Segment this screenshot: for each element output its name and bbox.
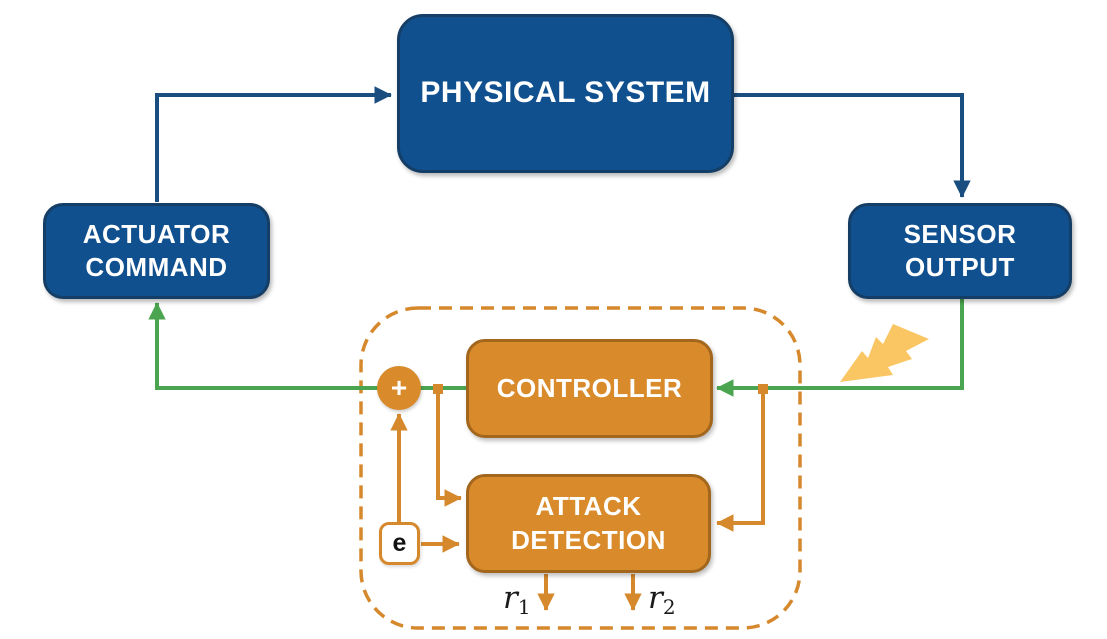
controller-label: CONTROLLER bbox=[496, 372, 683, 403]
controller-node: CONTROLLER bbox=[466, 339, 713, 438]
residual-r1-base: r bbox=[503, 580, 518, 616]
residual-r2-base: r bbox=[648, 580, 663, 616]
physical-to-sensor-connector bbox=[733, 93, 971, 198]
sensor-signal-tap-connector bbox=[716, 389, 765, 532]
actuator-to-physical-connector bbox=[155, 86, 392, 202]
controller-input-tap-connector bbox=[436, 389, 462, 507]
controller-to-actuator-connector bbox=[148, 302, 466, 390]
actuator-command-label-line1: ACTUATOR bbox=[82, 218, 231, 249]
residual-r2-label: r2 bbox=[648, 580, 676, 619]
sum-junction-node: + bbox=[377, 366, 421, 410]
error-signal-label: e bbox=[392, 529, 407, 557]
plus-symbol: + bbox=[390, 372, 408, 403]
physical-system-node: PHYSICAL SYSTEM bbox=[397, 14, 734, 173]
actuator-command-label-line2: COMMAND bbox=[85, 252, 228, 282]
attack-detection-label-line2: DETECTION bbox=[511, 524, 666, 555]
lightning-attack-icon bbox=[840, 324, 929, 382]
sensor-output-node: SENSOR OUTPUT bbox=[848, 203, 1072, 299]
residual-r2-subscript: 2 bbox=[662, 595, 676, 619]
attack-detection-node: ATTACK DETECTION bbox=[466, 474, 711, 573]
detection-module-boundary bbox=[359, 306, 802, 630]
actuator-command-node: ACTUATOR COMMAND bbox=[43, 203, 270, 299]
sensor-output-label-line2: OUTPUT bbox=[905, 252, 1015, 282]
error-signal-node: e bbox=[379, 522, 420, 565]
sensor-output-label-line1: SENSOR bbox=[903, 218, 1017, 249]
attack-detection-label-line1: ATTACK bbox=[535, 491, 642, 522]
physical-system-label: PHYSICAL SYSTEM bbox=[420, 76, 711, 110]
sensor-to-controller-connector bbox=[716, 299, 964, 397]
residual-r1-subscript: 1 bbox=[517, 595, 531, 619]
residual-r1-label: r1 bbox=[503, 580, 531, 619]
